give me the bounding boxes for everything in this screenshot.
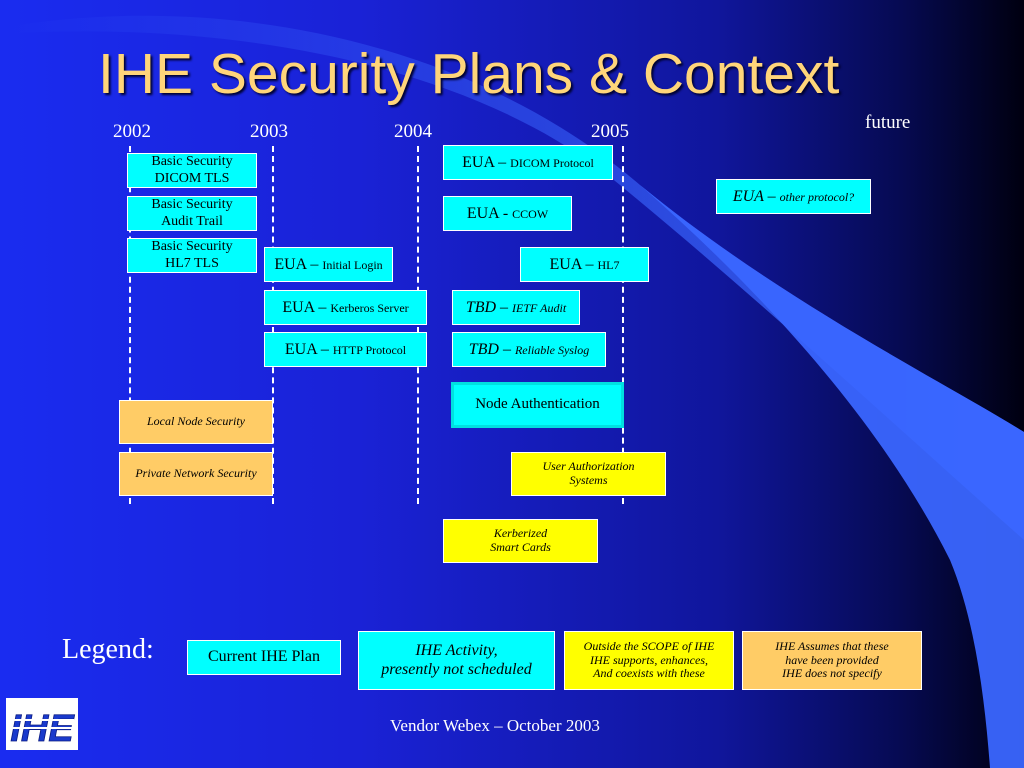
legend-line: presently not scheduled	[381, 660, 532, 678]
box-main-text: EUA –	[282, 299, 327, 316]
box-private-network-security: Private Network Security	[119, 452, 273, 496]
legend-line: have been provided	[785, 652, 879, 667]
box-basic-security-hl7-tls: Basic Security HL7 TLS	[127, 238, 257, 273]
box-tbd-reliable-syslog: TBD – Reliable Syslog	[452, 332, 606, 367]
timeline-divider-2003	[272, 146, 274, 504]
box-eua-other-protocol: EUA – other protocol?	[716, 179, 871, 214]
box-sub-text: Initial Login	[322, 258, 383, 272]
box-eua-hl7: EUA – HL7	[520, 247, 649, 282]
box-local-node-security: Local Node Security	[119, 400, 273, 444]
box-line: User Authorization	[542, 459, 635, 474]
legend-current-ihe-plan: Current IHE Plan	[187, 640, 341, 675]
legend-line: Outside the SCOPE of IHE	[583, 638, 715, 653]
box-line: Smart Cards	[490, 540, 551, 554]
legend-line: IHE supports, enhances,	[590, 652, 708, 667]
year-2003-label: 2003	[250, 121, 288, 142]
box-kerberized-smart-cards: Kerberized Smart Cards	[443, 519, 598, 563]
box-sub-text: CCOW	[512, 207, 549, 221]
box-sub-text: DICOM Protocol	[510, 156, 594, 170]
box-line: Basic Security	[151, 154, 233, 170]
box-user-authorization-systems: User Authorization Systems	[511, 452, 666, 496]
box-eua-http-protocol: EUA – HTTP Protocol	[264, 332, 427, 367]
box-eua-initial-login: EUA – Initial Login	[264, 247, 393, 282]
legend-outside-scope: Outside the SCOPE of IHE IHE supports, e…	[564, 631, 734, 690]
box-main-text: EUA –	[462, 154, 507, 171]
timeline-divider-2005	[622, 146, 624, 504]
legend-label: Legend:	[62, 634, 154, 665]
box-main-text: EUA –	[549, 256, 594, 273]
box-line: DICOM TLS	[154, 170, 230, 186]
box-sub-text: HTTP Protocol	[332, 343, 407, 357]
box-node-authentication: Node Authentication	[451, 382, 624, 428]
box-sub-text: Reliable Syslog	[514, 343, 590, 357]
box-line: Basic Security	[151, 239, 233, 255]
box-eua-dicom-protocol: EUA – DICOM Protocol	[443, 145, 613, 180]
box-eua-ccow: EUA - CCOW	[443, 196, 572, 231]
box-sub-text: HL7	[597, 258, 620, 272]
legend-line: IHE Activity,	[415, 642, 498, 660]
box-line: Audit Trail	[161, 213, 223, 229]
logo-stripe	[10, 719, 74, 729]
legend-text: Current IHE Plan	[208, 648, 320, 666]
box-line: Systems	[569, 473, 608, 487]
slide-title: IHE Security Plans & Context	[98, 42, 840, 106]
legend-line: IHE does not specify	[782, 666, 882, 681]
year-2005-label: 2005	[591, 121, 629, 142]
timeline-divider-2002	[129, 146, 131, 504]
footer-text: Vendor Webex – October 2003	[390, 716, 600, 735]
year-2002-label: 2002	[113, 121, 151, 142]
year-2004-label: 2004	[394, 121, 432, 142]
legend-line: IHE Assumes that these	[775, 638, 889, 653]
box-sub-text: IETF Audit	[512, 301, 567, 315]
box-label: Local Node Security	[147, 414, 245, 429]
timeline-divider-2004	[417, 146, 419, 504]
ihe-logo: IHE	[6, 698, 78, 750]
future-label: future	[865, 112, 911, 133]
box-line: Basic Security	[151, 197, 233, 213]
box-main-text: EUA -	[466, 205, 509, 222]
legend-ihe-activity-unscheduled: IHE Activity, presently not scheduled	[358, 631, 555, 690]
legend-ihe-assumes: IHE Assumes that these have been provide…	[742, 631, 922, 690]
legend-line: And coexists with these	[593, 666, 705, 681]
box-main-text: EUA –	[284, 341, 329, 358]
logo-background	[6, 698, 78, 750]
box-main-text: EUA –	[732, 188, 776, 205]
box-basic-security-audit-trail: Basic Security Audit Trail	[127, 196, 257, 231]
box-tbd-ietf-audit: TBD – IETF Audit	[452, 290, 580, 325]
box-line: HL7 TLS	[165, 255, 219, 271]
box-line: Kerberized	[493, 526, 548, 541]
box-sub-text: other protocol?	[779, 190, 855, 204]
box-sub-text: Kerberos Server	[330, 301, 409, 315]
box-main-text: TBD –	[465, 299, 509, 316]
box-basic-security-dicom-tls: Basic Security DICOM TLS	[127, 153, 257, 188]
box-main-text: TBD –	[468, 341, 511, 358]
box-label: Node Authentication	[475, 396, 600, 413]
box-main-text: EUA –	[274, 256, 319, 273]
box-eua-kerberos-server: EUA – Kerberos Server	[264, 290, 427, 325]
box-label: Private Network Security	[135, 466, 257, 481]
